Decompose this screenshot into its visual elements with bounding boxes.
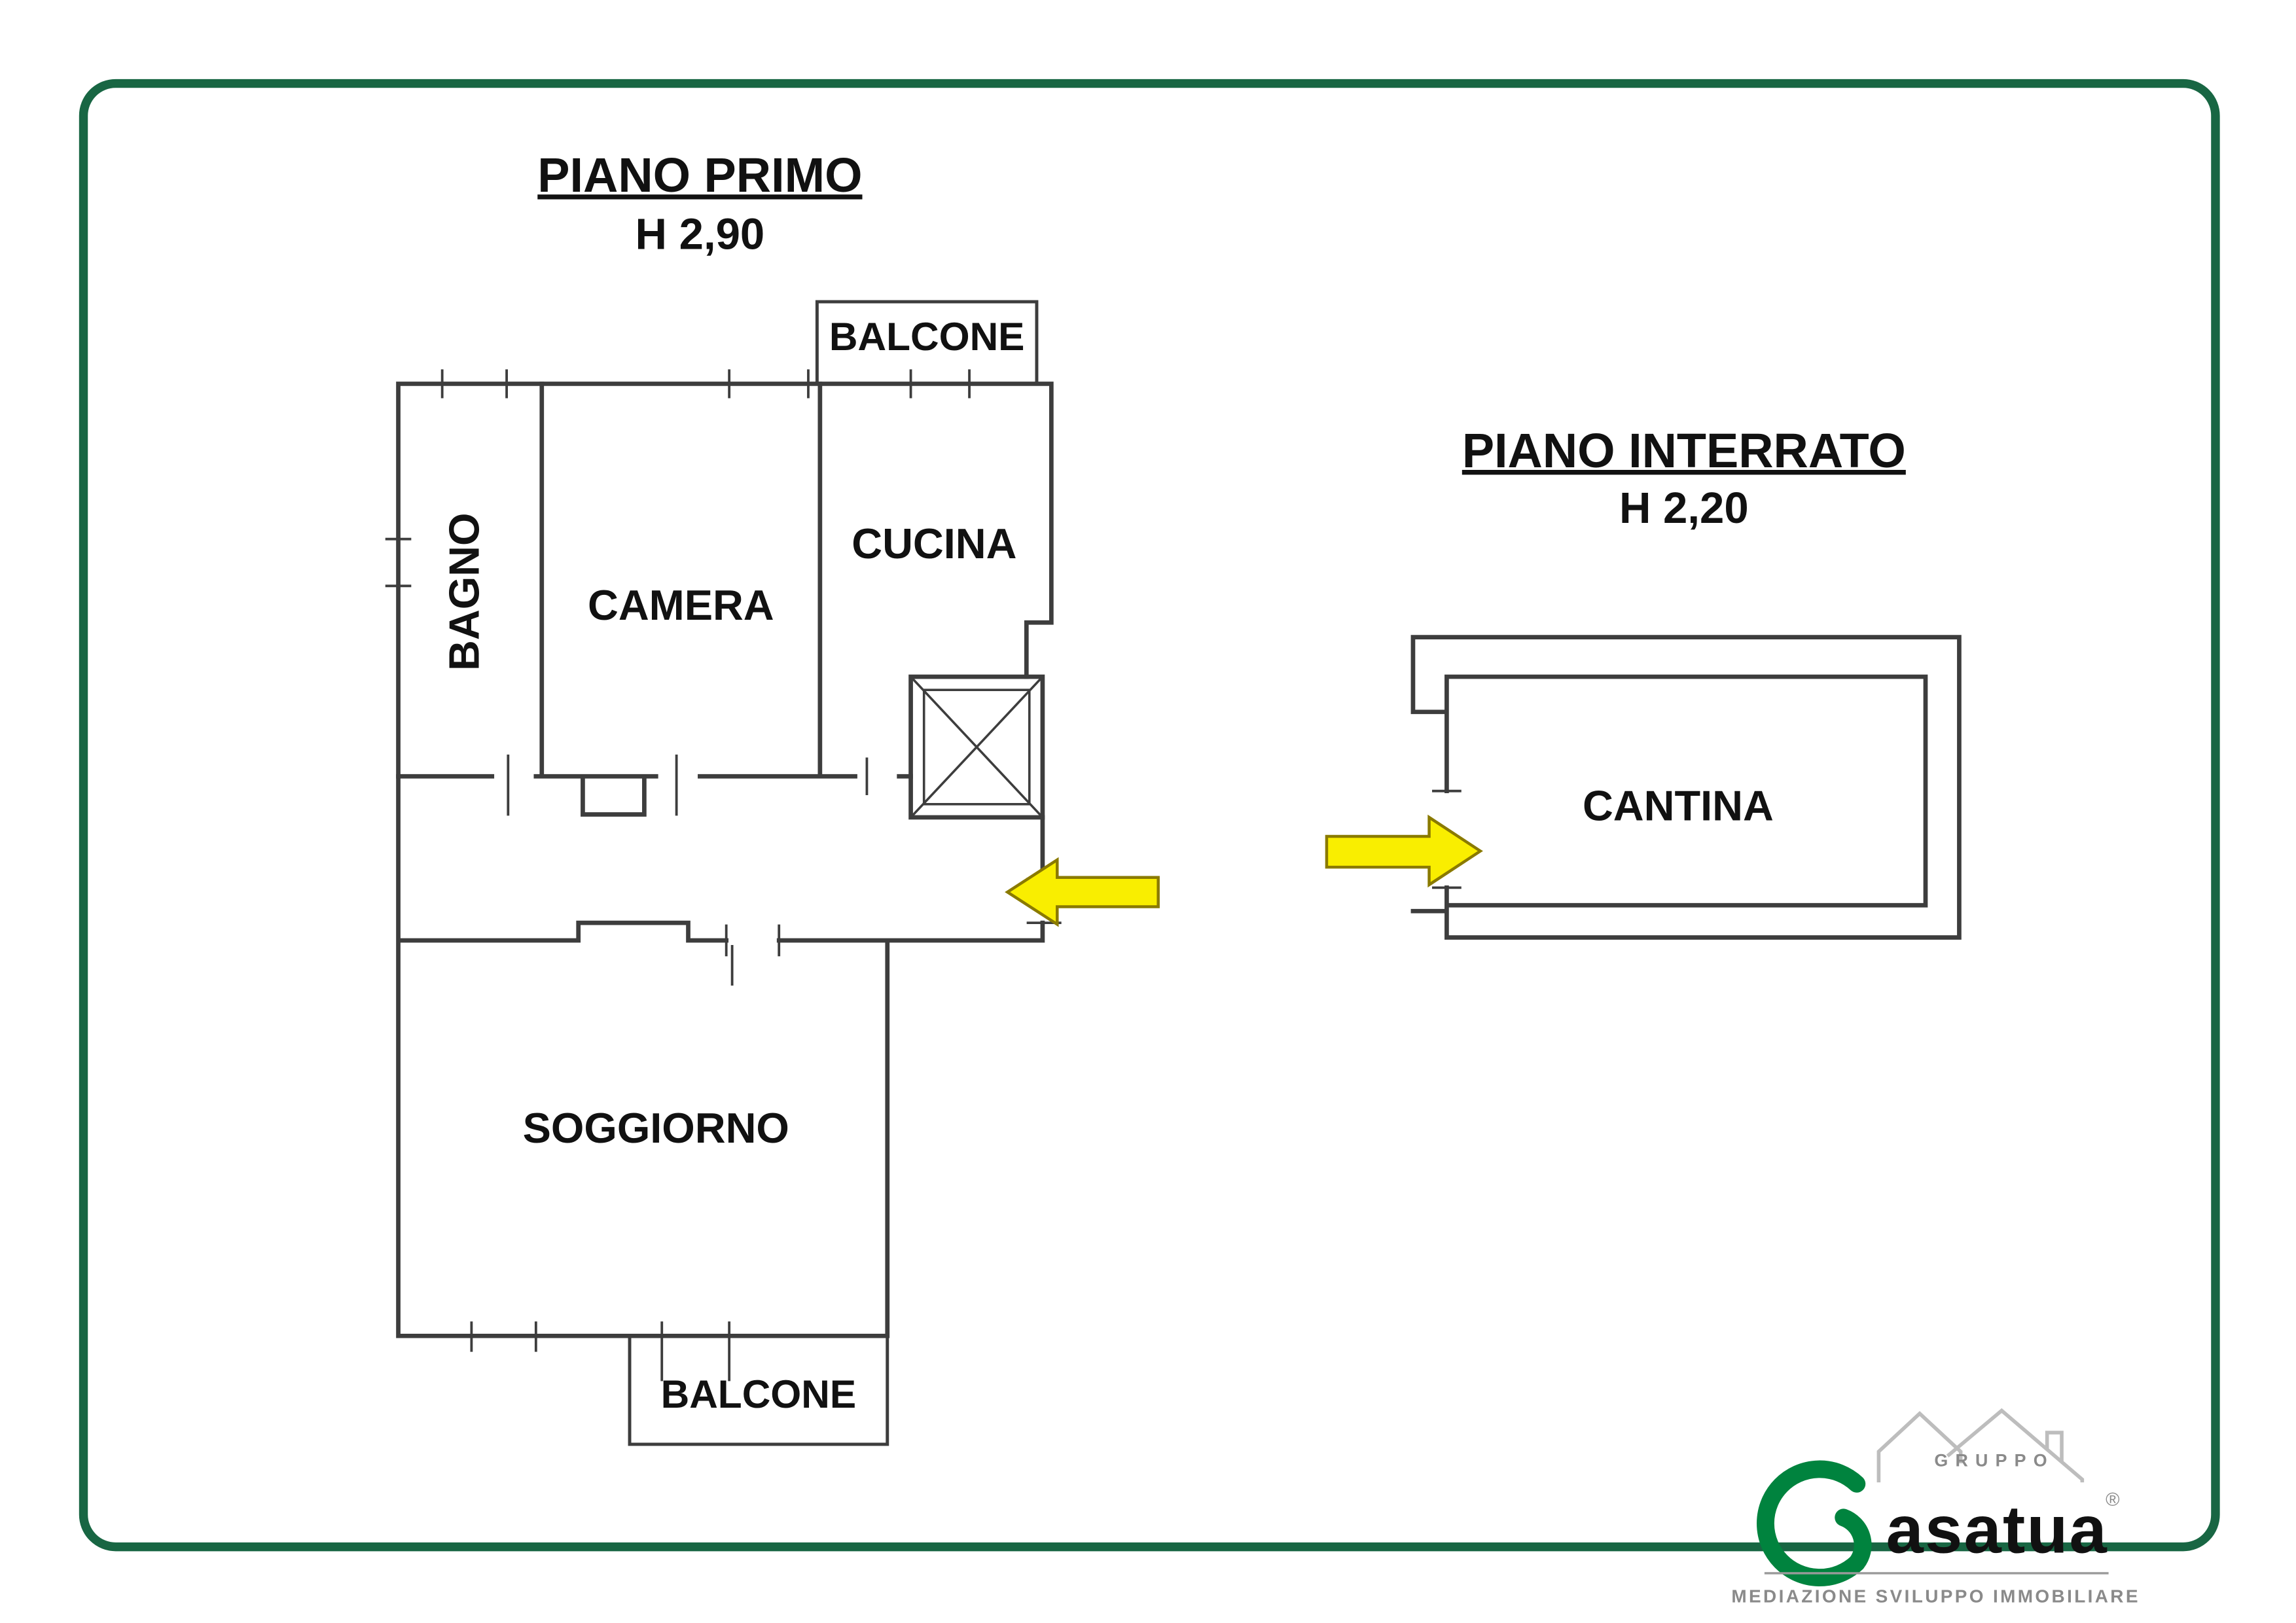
logo-group-label: GRUPPO — [1934, 1451, 2054, 1471]
logo-registered-mark: ® — [2106, 1489, 2119, 1510]
room-label-cantina: CANTINA — [1583, 781, 1774, 829]
roofline-icon — [1876, 1408, 2085, 1483]
casatua-logo: GRUPPO asatua ® MEDIAZIONE SVILUPPO IMMO… — [1731, 1408, 2140, 1607]
cantina-arrow-right-icon — [1325, 814, 1483, 888]
interior-partition-walls — [396, 382, 913, 817]
room-label-balcone-bottom: BALCONE — [661, 1372, 857, 1416]
room-label-soggiorno: SOGGIORNO — [523, 1104, 789, 1152]
balcony-bottom-outline — [628, 1337, 889, 1446]
entrance-arrow-left-icon — [1005, 857, 1160, 927]
logo-brand-name: asatua — [1886, 1492, 2108, 1567]
basement-title: PIANO INTERRATO — [1462, 423, 1906, 478]
elevator-shaft — [908, 674, 1045, 820]
room-label-bagno: BAGNO — [440, 512, 488, 671]
page-border — [79, 79, 2220, 1552]
cantina-walls — [1410, 635, 1962, 940]
first-floor-height: H 2,90 — [636, 209, 765, 259]
first-floor-title: PIANO PRIMO — [537, 148, 862, 202]
room-label-camera: CAMERA — [588, 581, 774, 629]
logo-tagline: MEDIAZIONE SVILUPPO IMMOBILIARE — [1731, 1586, 2140, 1607]
basement-plan: PIANO INTERRATO H 2,20 CANTINA — [1325, 423, 1962, 940]
apartment-outer-walls — [396, 382, 1054, 1338]
basement-height: H 2,20 — [1619, 484, 1749, 533]
brand-swirl-icon — [1757, 1460, 1872, 1587]
room-label-balcone-top: BALCONE — [829, 314, 1025, 359]
elevator-outer-box — [908, 674, 1045, 820]
window-door-marks — [385, 369, 1062, 1382]
elevator-inner-box — [922, 688, 1031, 806]
first-floor-plan: PIANO PRIMO H 2,90 BALCONE BAGNO CAMERA … — [385, 148, 1160, 1446]
elevator-cross-lines — [910, 675, 1044, 819]
balcony-top-outline — [815, 300, 1039, 383]
cantina-door-jambs — [1432, 789, 1462, 889]
room-label-cucina: CUCINA — [852, 520, 1016, 567]
